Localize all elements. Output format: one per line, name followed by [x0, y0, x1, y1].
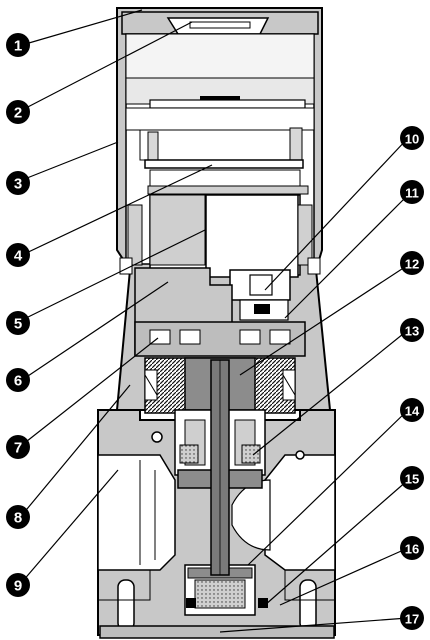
callout-14: 14 [400, 398, 424, 422]
callout-label: 15 [405, 472, 419, 487]
callout-label: 4 [14, 248, 23, 265]
leader-lines [21, 9, 409, 633]
callout-label: 2 [14, 105, 22, 122]
circuit-board [149, 99, 306, 109]
callout-label: 9 [14, 578, 22, 595]
callout-label: 7 [14, 440, 22, 457]
callout-label: 1 [14, 38, 22, 55]
callout-17: 17 [400, 606, 424, 630]
callout-label: 6 [14, 373, 22, 390]
callout-label: 5 [14, 316, 22, 333]
callout-9: 9 [6, 573, 30, 597]
callout-13: 13 [400, 318, 424, 342]
callout-label: 12 [405, 257, 419, 272]
callout-1: 1 [6, 33, 30, 57]
callout-16: 16 [400, 536, 424, 560]
base-plate [99, 625, 335, 639]
callout-label: 16 [405, 542, 419, 557]
callout-label: 13 [405, 324, 419, 339]
callout-15: 15 [400, 466, 424, 490]
callout-2: 2 [6, 100, 30, 124]
callout-3: 3 [6, 171, 30, 195]
callout-label: 8 [14, 510, 22, 527]
callout-6: 6 [6, 368, 30, 392]
callout-11: 11 [400, 180, 424, 204]
callout-label: 10 [405, 132, 419, 147]
callout-label: 17 [405, 612, 419, 627]
callout-5: 5 [6, 311, 30, 335]
callout-10: 10 [400, 126, 424, 150]
callout-4: 4 [6, 243, 30, 267]
callout-label: 14 [405, 404, 420, 419]
callout-label: 11 [405, 186, 419, 201]
callout-label: 3 [14, 176, 22, 193]
inlet-port [97, 454, 176, 571]
callout-8: 8 [6, 505, 30, 529]
callout-12: 12 [400, 251, 424, 275]
callout-7: 7 [6, 435, 30, 459]
callouts: 1 2 3 4 5 6 7 8 9 10 11 12 13 14 15 16 1… [6, 33, 424, 630]
